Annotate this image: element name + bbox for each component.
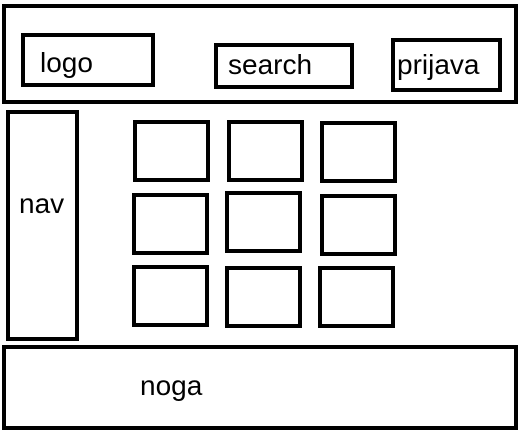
search-box[interactable]: search xyxy=(214,43,354,89)
content-tile[interactable] xyxy=(132,265,209,327)
content-tile[interactable] xyxy=(318,266,395,328)
logo[interactable]: logo xyxy=(21,33,155,87)
content-tile[interactable] xyxy=(225,266,302,328)
content-tile[interactable] xyxy=(132,193,209,255)
sidebar-nav[interactable]: nav xyxy=(6,110,79,341)
content-tile[interactable] xyxy=(133,120,210,182)
content-tile[interactable] xyxy=(320,194,397,256)
content-tile[interactable] xyxy=(225,191,302,253)
footer-label: noga xyxy=(140,370,203,401)
search-label: search xyxy=(228,49,313,80)
header: logo search prijava xyxy=(2,4,518,104)
logo-label: logo xyxy=(40,47,93,78)
content-tile[interactable] xyxy=(227,120,304,182)
login-label: prijava xyxy=(397,49,480,80)
content-tile[interactable] xyxy=(320,121,397,183)
footer: noga xyxy=(2,345,518,430)
nav-label: nav xyxy=(19,188,65,219)
login-button[interactable]: prijava xyxy=(391,38,502,92)
